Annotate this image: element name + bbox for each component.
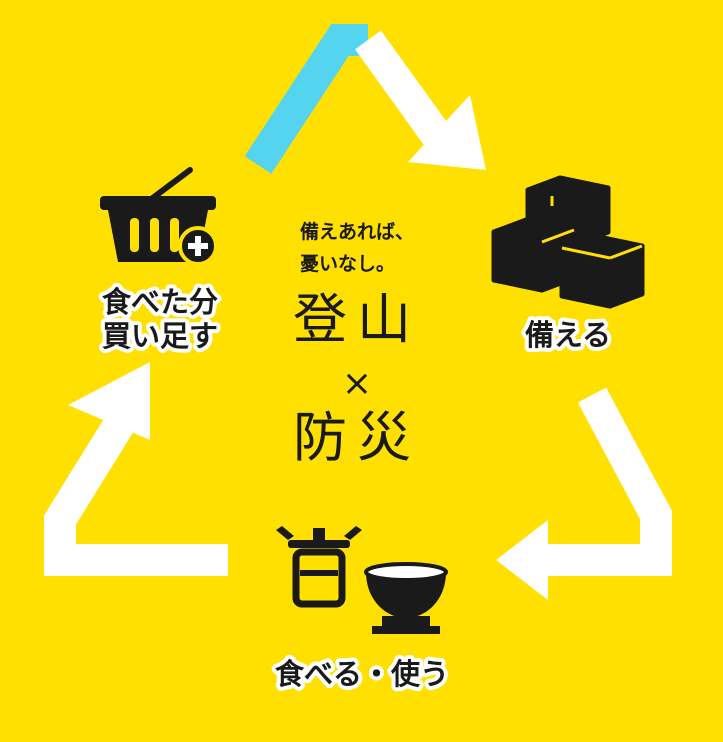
title-cross: × — [342, 363, 372, 404]
arrow-right — [496, 387, 672, 600]
arrow-top — [244, 24, 486, 174]
eat-use-label: 食べる・使う — [275, 657, 449, 691]
tagline-line2: 憂いなし。 — [300, 253, 395, 275]
restock-label-line2: 買い足す — [102, 319, 218, 353]
boxes-icon — [491, 175, 645, 309]
basket-plus-icon — [100, 167, 218, 266]
arrow-left — [44, 362, 228, 576]
prepare-label: 備える — [525, 318, 611, 352]
title-top: 登山 — [293, 288, 421, 351]
stove-and-bowl-icon — [276, 526, 448, 634]
title-bottom: 防災 — [293, 406, 421, 469]
tagline-line1: 備えあれば、 — [300, 220, 414, 243]
restock-label-line1: 食べた分 — [102, 285, 218, 319]
